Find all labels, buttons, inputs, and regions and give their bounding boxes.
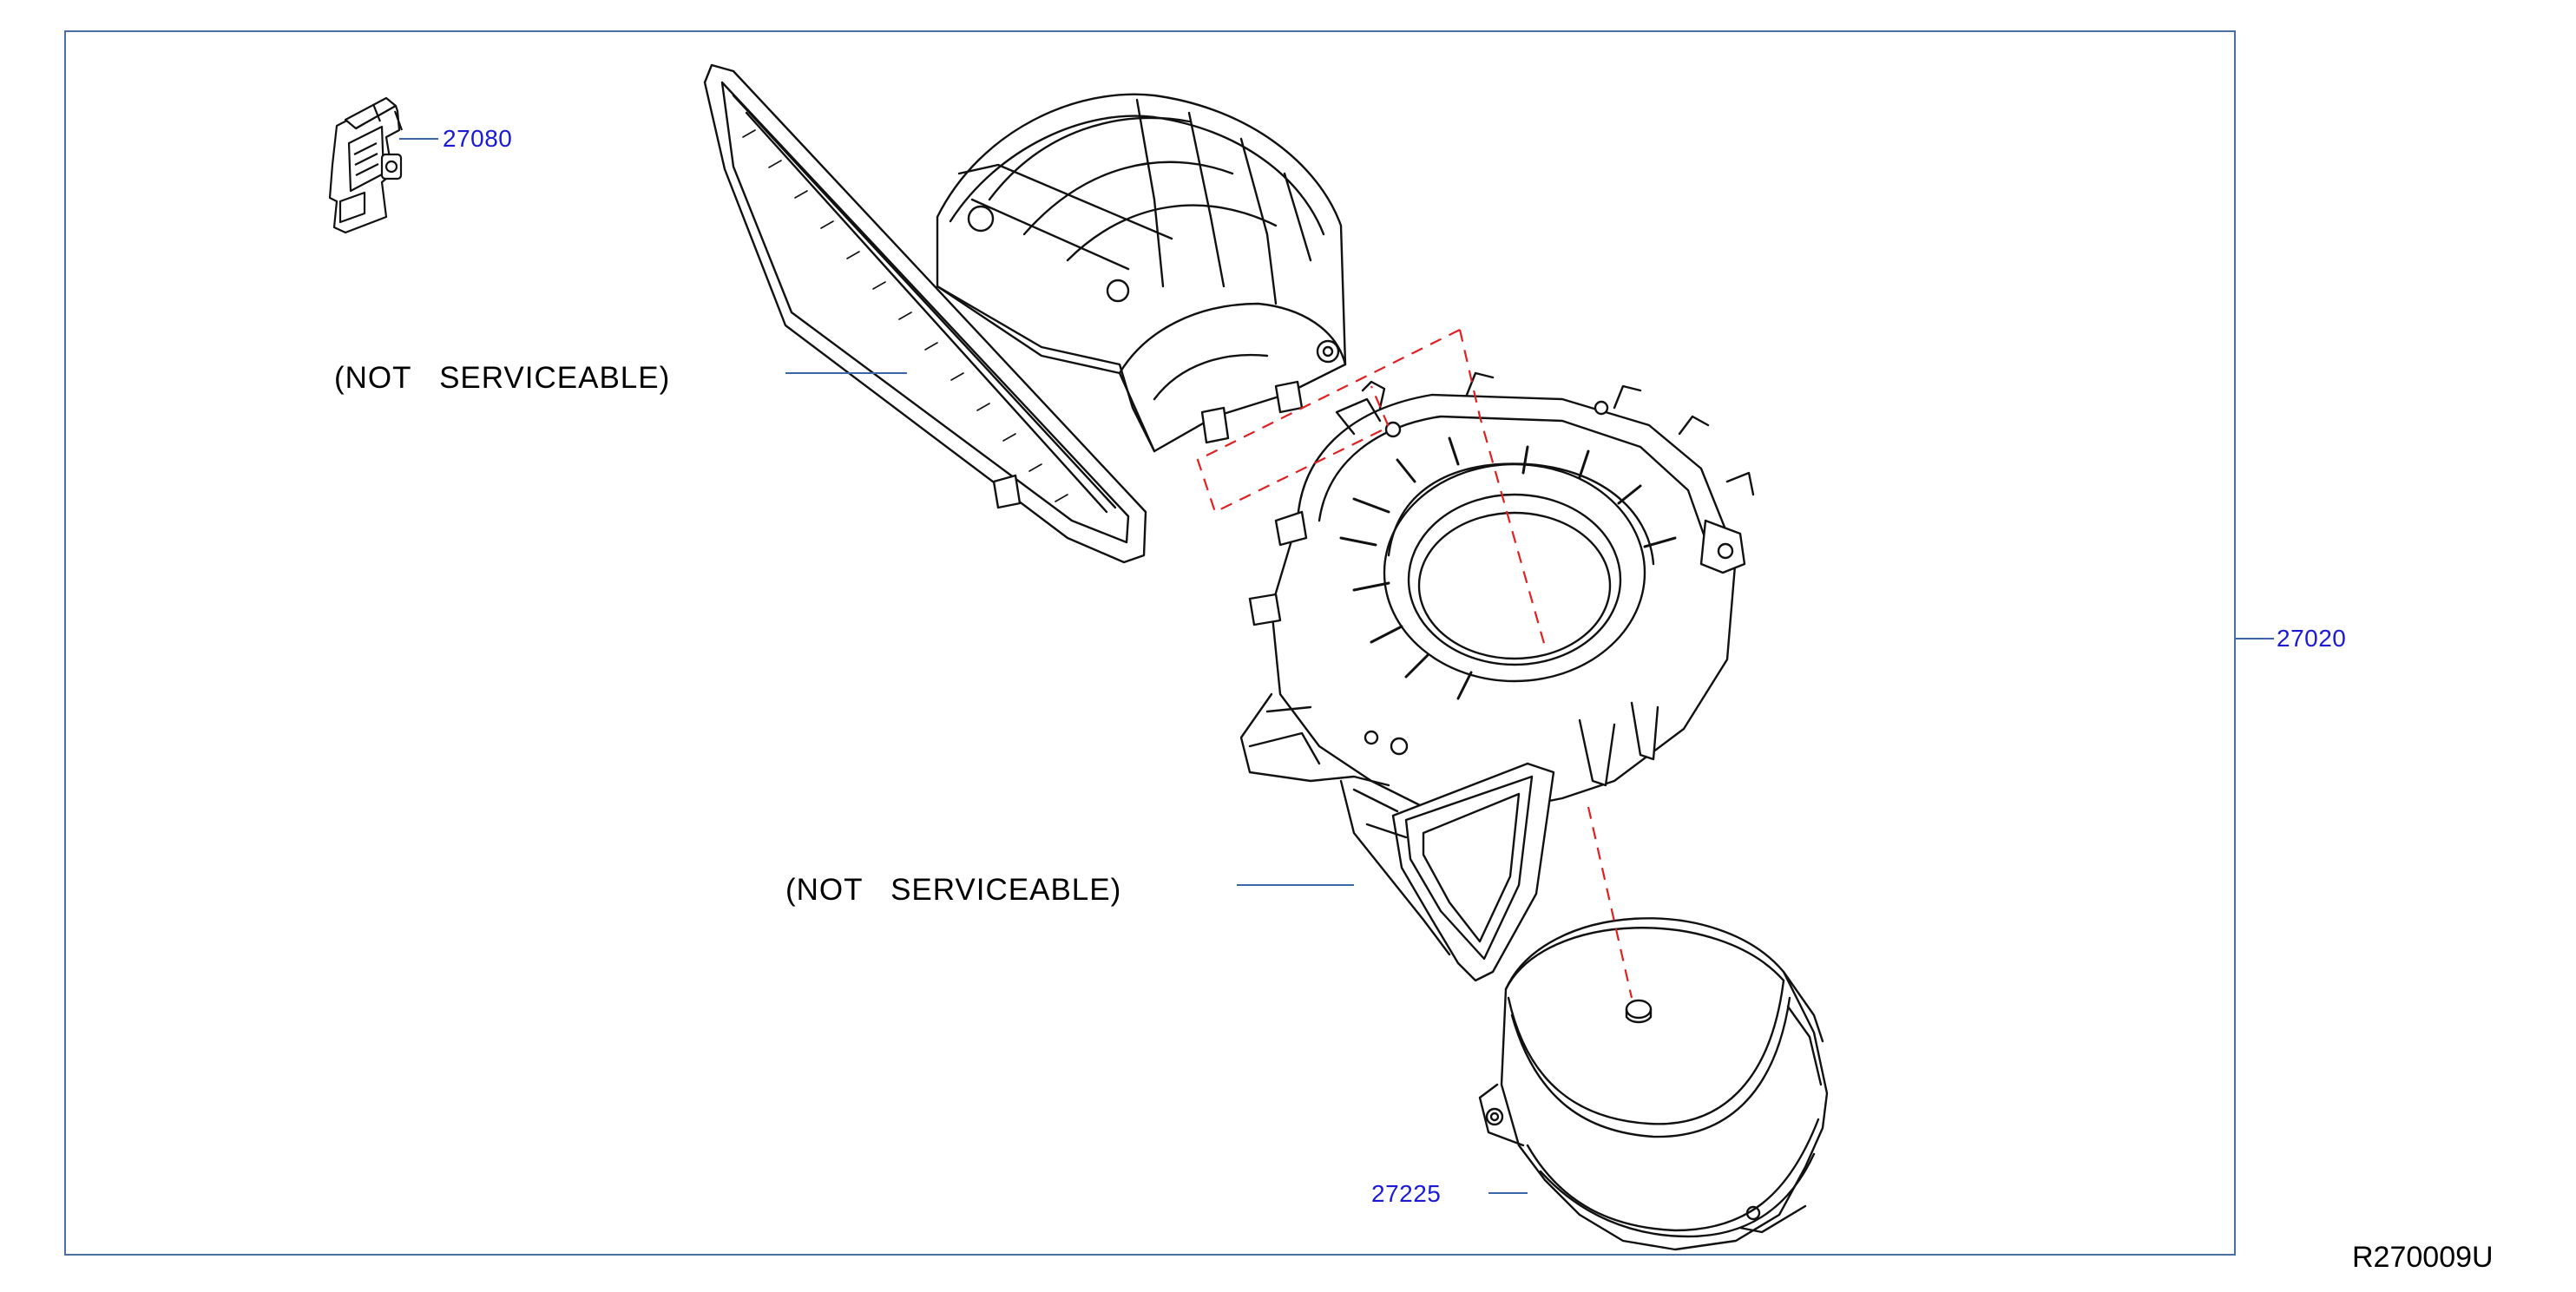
diagram-id-label: R270009U — [2352, 1241, 2494, 1274]
intake-duct-not-serviceable-note: (NOT SERVICEABLE) — [334, 361, 671, 395]
blower-housing-drawing — [1239, 371, 1755, 982]
assembly-lines — [1196, 329, 1633, 999]
diagram-frame — [64, 30, 2236, 1256]
resistor-module-drawing — [328, 96, 404, 234]
blower-motor-drawing — [1478, 917, 1829, 1251]
intake-duct-drawing — [703, 63, 1347, 564]
part-number-27080[interactable]: 27080 — [443, 125, 513, 152]
part-number-27225[interactable]: 27225 — [1371, 1180, 1442, 1207]
leader-lines — [399, 138, 2274, 1194]
part-number-27020[interactable]: 27020 — [2277, 625, 2347, 652]
blower-housing-not-serviceable-note: (NOT SERVICEABLE) — [785, 873, 1122, 907]
